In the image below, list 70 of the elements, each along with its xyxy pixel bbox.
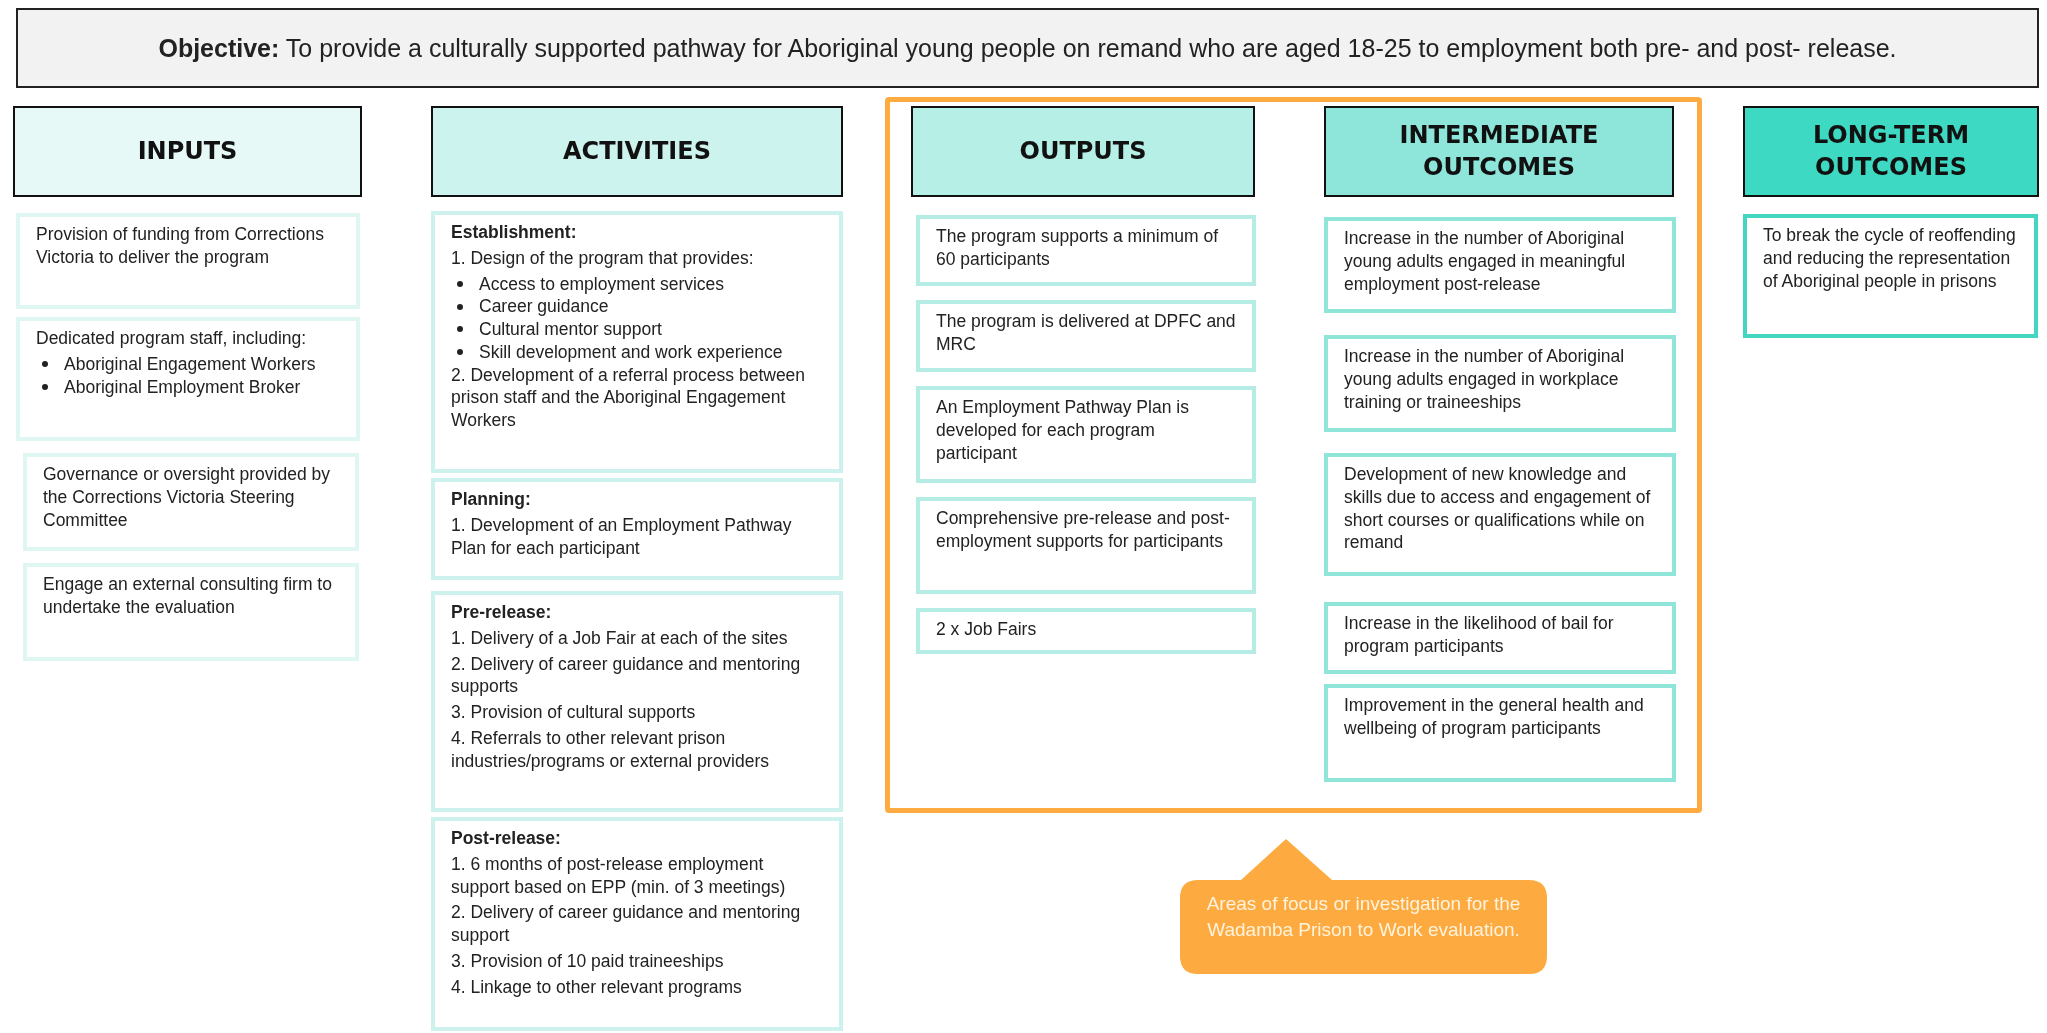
- activity-card: [431, 817, 843, 1031]
- section-heading: Pre-release:: [451, 601, 553, 624]
- column-title: INPUTS: [137, 135, 238, 167]
- input-card: [23, 453, 359, 551]
- card-text: 3. Provision of 10 paid traineeships: [451, 949, 725, 973]
- outcome-card: [1743, 214, 2038, 338]
- activity-card: [431, 478, 843, 580]
- activity-card: [431, 591, 843, 812]
- card-text: Dedicated program staff, including:: [36, 327, 308, 350]
- card-text: Provision of funding from Corrections Victoria to deliver the program: [36, 223, 325, 269]
- card-text: Increase in the number of Aboriginal young adults engaged in workplace training or traineeships: [1344, 345, 1626, 414]
- section-heading: Post-release:: [451, 827, 562, 850]
- input-card: [16, 317, 360, 441]
- outcome-card: [1324, 602, 1676, 674]
- column-header: [911, 106, 1255, 197]
- bullet-item: Career guidance: [479, 295, 609, 318]
- card-text: 2. Development of a referral process between prison staff and the Aboriginal Engagement Workers: [451, 363, 807, 432]
- output-card: [916, 215, 1256, 286]
- card-text: To break the cycle of reoffending and reducing the representation of Aboriginal people in prisons: [1763, 224, 2017, 293]
- input-card: [16, 213, 360, 309]
- card-text: Engage an external consulting firm to undertake the evaluation: [43, 573, 333, 619]
- outcome-card: [1324, 335, 1676, 432]
- callout-text: Areas of focus or investigation for the Wadamba Prison to Work evaluation.: [1205, 892, 1522, 942]
- card-text: An Employment Pathway Plan is developed for each program participant: [936, 396, 1190, 465]
- objective-banner: [16, 8, 2039, 88]
- column-header: [1743, 106, 2039, 197]
- outcome-card: [1324, 217, 1676, 313]
- column-header: [13, 106, 362, 197]
- output-card: [916, 300, 1256, 372]
- bullet-item: Aboriginal Engagement Workers: [64, 352, 316, 376]
- card-text: 1. 6 months of post-release employment support based on EPP (min. of 3 meetings): [451, 852, 787, 899]
- bullet-item: Cultural mentor support: [479, 318, 662, 341]
- card-text: 2. Delivery of career guidance and mentoring supports: [451, 652, 802, 698]
- section-heading: Planning:: [451, 488, 532, 511]
- output-card: [916, 497, 1256, 594]
- column-header: [1324, 106, 1674, 197]
- output-card: [916, 386, 1256, 483]
- focus-area-frame: [885, 97, 1702, 813]
- input-card: [23, 563, 359, 661]
- card-text: 2. Delivery of career guidance and mentoring support: [451, 901, 802, 947]
- card-text: 1. Delivery of a Job Fair at each of the sites: [451, 626, 789, 650]
- card-text: 2 x Job Fairs: [936, 618, 1038, 641]
- card-text: 3. Provision of cultural supports: [451, 701, 697, 724]
- outcome-card: [1324, 684, 1676, 782]
- column-title: ACTIVITIES: [563, 135, 711, 167]
- callout-bubble: [1180, 839, 1547, 974]
- card-text: 1. Development of an Employment Pathway Plan for each participant: [451, 513, 793, 560]
- card-text: Increase in the likelihood of bail for program participants: [1344, 612, 1615, 658]
- column-title: LONG-TERM OUTCOMES: [1811, 120, 1971, 183]
- card-text: Increase in the number of Aboriginal young adults engaged in meaningful employment post-release: [1344, 227, 1627, 296]
- card-text: Governance or oversight provided by the Corrections Victoria Steering Committee: [43, 463, 331, 532]
- bullet-item: Aboriginal Employment Broker: [64, 375, 301, 399]
- objective-text: Objective: To provide a culturally supported pathway for Aboriginal young people on remand who are aged 18-25 to employment both pre- and post- release.: [158, 33, 1897, 63]
- card-text: Development of new knowledge and skills due to access and engagement of short courses or qualifications while on remand: [1344, 463, 1652, 554]
- card-text: 1. Design of the program that provides:: [451, 246, 755, 270]
- card-text: The program supports a minimum of 60 participants: [936, 225, 1220, 271]
- card-text: Comprehensive pre-release and post-employment supports for participants: [936, 507, 1231, 553]
- card-text: 4. Referrals to other relevant prison industries/programs or external providers: [451, 726, 771, 773]
- column-title: INTERMEDIATE OUTCOMES: [1398, 120, 1600, 183]
- bullet-item: Access to employment services: [479, 272, 725, 296]
- card-text: Improvement in the general health and wellbeing of program participants: [1344, 694, 1645, 740]
- activity-card: [431, 211, 843, 473]
- outcome-card: [1324, 453, 1676, 576]
- column-header: [431, 106, 843, 197]
- output-card: [916, 608, 1256, 654]
- card-text: The program is delivered at DPFC and MRC: [936, 310, 1236, 356]
- section-heading: Establishment:: [451, 221, 578, 244]
- card-text: 4. Linkage to other relevant programs: [451, 975, 743, 999]
- column-title: OUTPUTS: [1019, 135, 1147, 167]
- bullet-item: Skill development and work experience: [479, 340, 783, 364]
